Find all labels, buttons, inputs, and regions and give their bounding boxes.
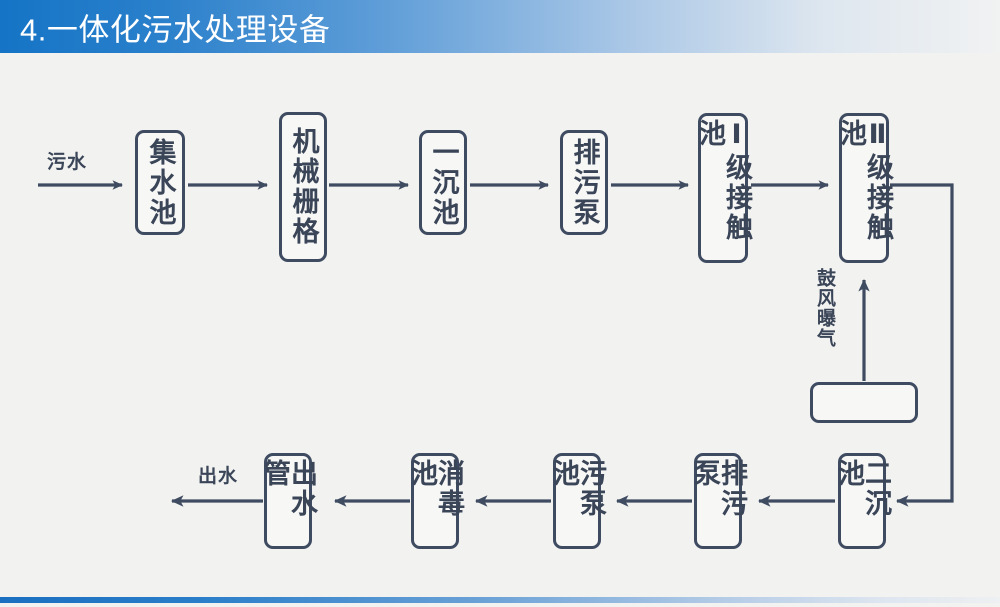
aeration-label: 鼓风曝气 <box>814 268 835 348</box>
node-jishuichi[interactable]: 集水池 <box>135 130 185 235</box>
node-paiwubeng[interactable]: 排污泵 <box>560 130 608 235</box>
node-erchenchi[interactable]: 二沉池 <box>834 453 891 549</box>
node-jixieshange[interactable]: 机械栅格 <box>279 112 327 262</box>
node-erjijiechuchi[interactable]: Ⅱ级接触池 <box>836 113 893 263</box>
slide-footer-bar <box>0 597 1000 603</box>
node-chushuiguan[interactable]: 出水管 <box>260 453 317 549</box>
node-yichenchi[interactable]: 一沉池 <box>419 130 467 235</box>
slide-header-bar: 4.一体化污水处理设备 <box>0 0 1000 53</box>
node-wubengchi[interactable]: 污泵池 <box>549 453 606 549</box>
node-paiwubeng-sludge[interactable]: 排污泵 <box>690 453 747 549</box>
node-baoqiji[interactable] <box>810 382 918 423</box>
node-xiaoduchi[interactable]: 消毒池 <box>407 453 464 549</box>
inlet-label: 污水 <box>47 152 88 173</box>
process-flow-diagram: 污水 出水 鼓风曝气 集水池 机械栅格 一沉池 排污泵 Ⅰ级接触池 Ⅱ级接触池 … <box>0 53 1000 597</box>
outlet-label: 出水 <box>198 466 239 487</box>
page-title: 4.一体化污水处理设备 <box>20 12 331 47</box>
node-yijijiechuchi[interactable]: Ⅰ级接触池 <box>695 113 752 263</box>
